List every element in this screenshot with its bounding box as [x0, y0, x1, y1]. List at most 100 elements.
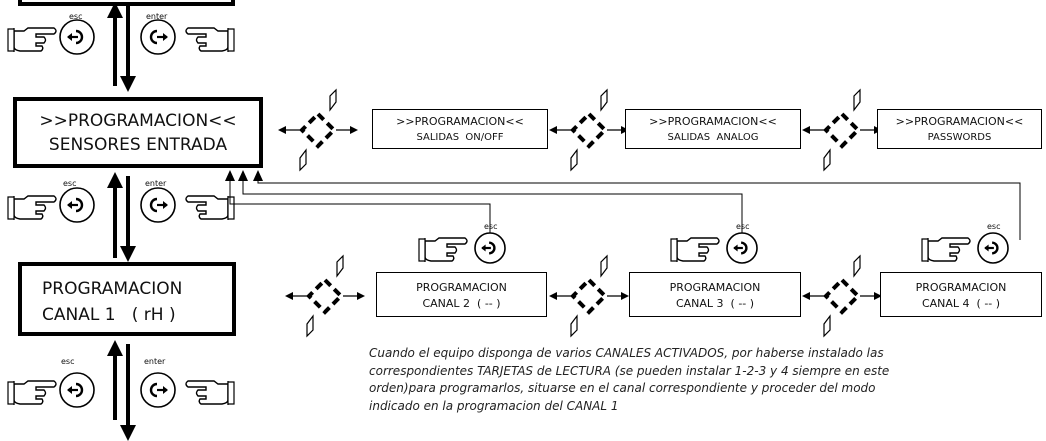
esc-key-icon: [59, 19, 95, 55]
return-arc-icon: [75, 382, 84, 398]
hand-outline: [424, 237, 468, 262]
pointing-hand-icon: [185, 195, 235, 220]
return-arc-icon: [149, 29, 158, 45]
menu-line-2: PASSWORDS: [927, 132, 992, 143]
enter-label: enter: [146, 12, 168, 21]
return-arrowhead-icon: [238, 170, 248, 181]
channel-4-box: PROGRAMACION CANAL 4 ( -- ): [880, 272, 1042, 317]
display-canal-1: PROGRAMACION CANAL 1 ( rH ): [18, 262, 236, 336]
rotary-diamond-icon: [299, 111, 337, 149]
hand-sleeve: [921, 238, 929, 262]
hand-outline: [676, 237, 720, 262]
channel-line-1: PROGRAMACION: [915, 281, 1007, 294]
hand-sleeve: [7, 28, 15, 52]
menu-line-1: >>PROGRAMACION<<: [649, 115, 777, 128]
esc-label: esc: [987, 222, 1001, 231]
return-arc-icon: [991, 241, 999, 255]
left-arrow-icon: [278, 126, 286, 134]
display-line-1: >>PROGRAMACION<<: [39, 111, 237, 131]
esc-label: esc: [484, 222, 498, 231]
menu-salidas-onoff: >>PROGRAMACION<< SALIDAS ON/OFF: [372, 109, 548, 149]
enter-key-icon: [140, 187, 176, 223]
hand-sleeve: [227, 196, 235, 220]
return-arc-icon: [740, 241, 748, 255]
hand-outline: [13, 195, 57, 220]
menu-line-2: SALIDAS ON/OFF: [416, 132, 504, 143]
left-arrow-icon: [549, 126, 557, 134]
return-arc-icon: [75, 197, 84, 213]
hand-top-icon: [336, 254, 344, 278]
esc-key-icon: [726, 232, 758, 264]
pointing-hand-icon: [7, 195, 57, 220]
enter-key-icon: [140, 19, 176, 55]
note-line: indicado en la programacion del CANAL 1: [369, 398, 619, 413]
menu-salidas-analog: >>PROGRAMACION<< SALIDAS ANALOG: [625, 109, 801, 149]
rotary-diamond-icon: [823, 111, 861, 149]
note-line: correspondientes TARJETAS de LECTURA (se…: [369, 363, 890, 378]
pointing-hand-icon: [185, 27, 235, 52]
right-arrow-icon: [350, 126, 358, 134]
rotary-selector-icon: [549, 254, 629, 338]
hand-outline: [927, 237, 971, 262]
hand-outline: [13, 380, 57, 405]
right-arrow-icon: [357, 292, 365, 300]
down-arrow-head: [120, 425, 136, 441]
channel-line-2: CANAL 4 ( -- ): [921, 297, 1001, 310]
menu-line-1: >>PROGRAMACION<<: [396, 115, 524, 128]
pointing-hand-icon: [7, 27, 57, 52]
hand-top-icon: [853, 254, 861, 278]
esc-label: esc: [63, 179, 77, 188]
hand-top-icon: [600, 254, 608, 278]
return-arc-icon: [488, 241, 496, 255]
hand-outline: [13, 27, 57, 52]
return-head-icon: [984, 244, 989, 252]
enter-label: enter: [145, 179, 167, 188]
right-arrow-icon: [874, 292, 882, 300]
return-arrowhead-icon: [253, 170, 263, 181]
note-line: orden)para programarlos, situarse en el …: [369, 381, 876, 395]
rotary-selector-icon: [549, 88, 629, 172]
pointing-hand-icon: [670, 237, 720, 262]
down-arrow-head: [120, 76, 136, 92]
return-head-icon: [67, 33, 72, 41]
hand-top-icon: [329, 88, 337, 112]
esc-label: esc: [61, 357, 75, 366]
enter-label: enter: [144, 357, 166, 366]
return-head-icon: [163, 33, 168, 41]
display-line-2: SENSORES ENTRADA: [48, 135, 228, 155]
display-line-1: PROGRAMACION: [42, 279, 183, 299]
hand-sleeve: [227, 381, 235, 405]
esc-key-icon: [474, 232, 506, 264]
return-arc-icon: [149, 197, 158, 213]
hand-outline: [185, 27, 229, 52]
esc-label: esc: [736, 222, 750, 231]
channel-line-1: PROGRAMACION: [669, 281, 761, 294]
hand-top-icon: [853, 88, 861, 112]
channel-2-box: PROGRAMACION CANAL 2 ( -- ): [376, 272, 547, 317]
right-arrow-icon: [621, 292, 629, 300]
menu-passwords: >>PROGRAMACION<< PASSWORDS: [877, 109, 1042, 149]
hand-sleeve: [7, 381, 15, 405]
display-top-partial: [18, 0, 235, 6]
up-arrow-head: [107, 340, 123, 356]
hand-bottom-icon: [570, 148, 578, 172]
return-head-icon: [67, 201, 72, 209]
rotary-selector-icon: [802, 88, 882, 172]
return-wire: [257, 180, 1021, 240]
rotary-diamond-icon: [570, 111, 608, 149]
channel-line-1: PROGRAMACION: [416, 281, 507, 294]
hand-bottom-icon: [306, 314, 314, 338]
return-head-icon: [67, 386, 72, 394]
esc-key-icon: [59, 187, 95, 223]
return-head-icon: [733, 244, 738, 252]
esc-label: esc: [69, 12, 83, 21]
rotary-selector-icon: [802, 254, 882, 338]
esc-key-icon: [977, 232, 1009, 264]
hand-outline: [185, 195, 229, 220]
hand-bottom-icon: [823, 148, 831, 172]
channel-line-2: CANAL 3 ( -- ): [675, 297, 755, 310]
hand-sleeve: [7, 196, 15, 220]
up-arrow-head: [107, 2, 123, 18]
